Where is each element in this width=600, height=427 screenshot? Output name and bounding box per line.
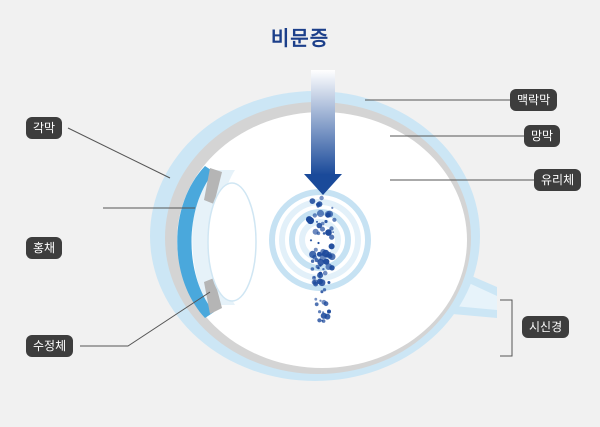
floater-dot: [323, 288, 326, 291]
floater-dot: [312, 255, 317, 260]
floater-dot: [319, 275, 321, 277]
floater-dot: [317, 318, 321, 322]
floater-dot: [321, 222, 325, 226]
floater-dot: [316, 203, 320, 207]
diagram-title: 비문증: [0, 22, 600, 51]
floater-dot: [316, 265, 320, 269]
floater-dot: [317, 210, 324, 217]
floater-dot: [320, 227, 325, 232]
floater-dot: [314, 298, 317, 301]
floater-dot: [316, 221, 318, 223]
floater-dot: [324, 220, 327, 223]
floater-dot: [332, 218, 336, 222]
lens-shape: [208, 183, 256, 301]
floater-dot: [329, 243, 335, 249]
floater-dot: [332, 231, 334, 233]
label-lens: 수정체: [26, 335, 73, 357]
leader-optic-nerve: [500, 300, 512, 356]
floater-dot: [323, 271, 328, 276]
floater-dot: [331, 207, 333, 209]
floater-dot: [329, 265, 334, 270]
floater-dot: [311, 260, 314, 263]
floater-dot: [314, 248, 318, 252]
floater-dot: [313, 280, 319, 286]
floater-dot: [325, 213, 330, 218]
floater-dot: [322, 268, 324, 270]
floater-dot: [319, 300, 321, 302]
floater-dot: [322, 300, 327, 305]
floater-dot: [313, 276, 315, 278]
label-vitreous: 유리체: [534, 169, 581, 191]
floater-dot: [319, 196, 323, 200]
label-iris: 홍채: [26, 237, 62, 259]
light-arrow-shaft: [311, 70, 335, 175]
leader-cornea: [68, 128, 170, 178]
floater-dot: [329, 235, 334, 240]
label-cornea: 각막: [26, 117, 62, 139]
label-sclera: 맥락막: [510, 89, 557, 111]
floater-dot: [313, 213, 317, 217]
floater-dot: [327, 281, 330, 284]
floater-dot: [320, 290, 323, 293]
floater-dot: [327, 310, 331, 314]
floater-dot: [318, 310, 321, 313]
floater-dot: [310, 239, 312, 241]
floater-dot: [322, 319, 326, 323]
floater-dot: [322, 250, 329, 257]
floater-dot: [321, 313, 327, 319]
label-retina: 망막: [524, 125, 560, 147]
floater-dot: [317, 242, 319, 244]
label-optic-nerve: 시신경: [522, 316, 569, 338]
floater-dot: [310, 198, 316, 204]
floater-dot: [311, 267, 315, 271]
floater-dot: [315, 302, 319, 306]
floater-dot: [317, 232, 321, 236]
floater-dot: [323, 232, 326, 235]
floater-dot: [306, 216, 313, 223]
floater-dot: [320, 272, 322, 274]
